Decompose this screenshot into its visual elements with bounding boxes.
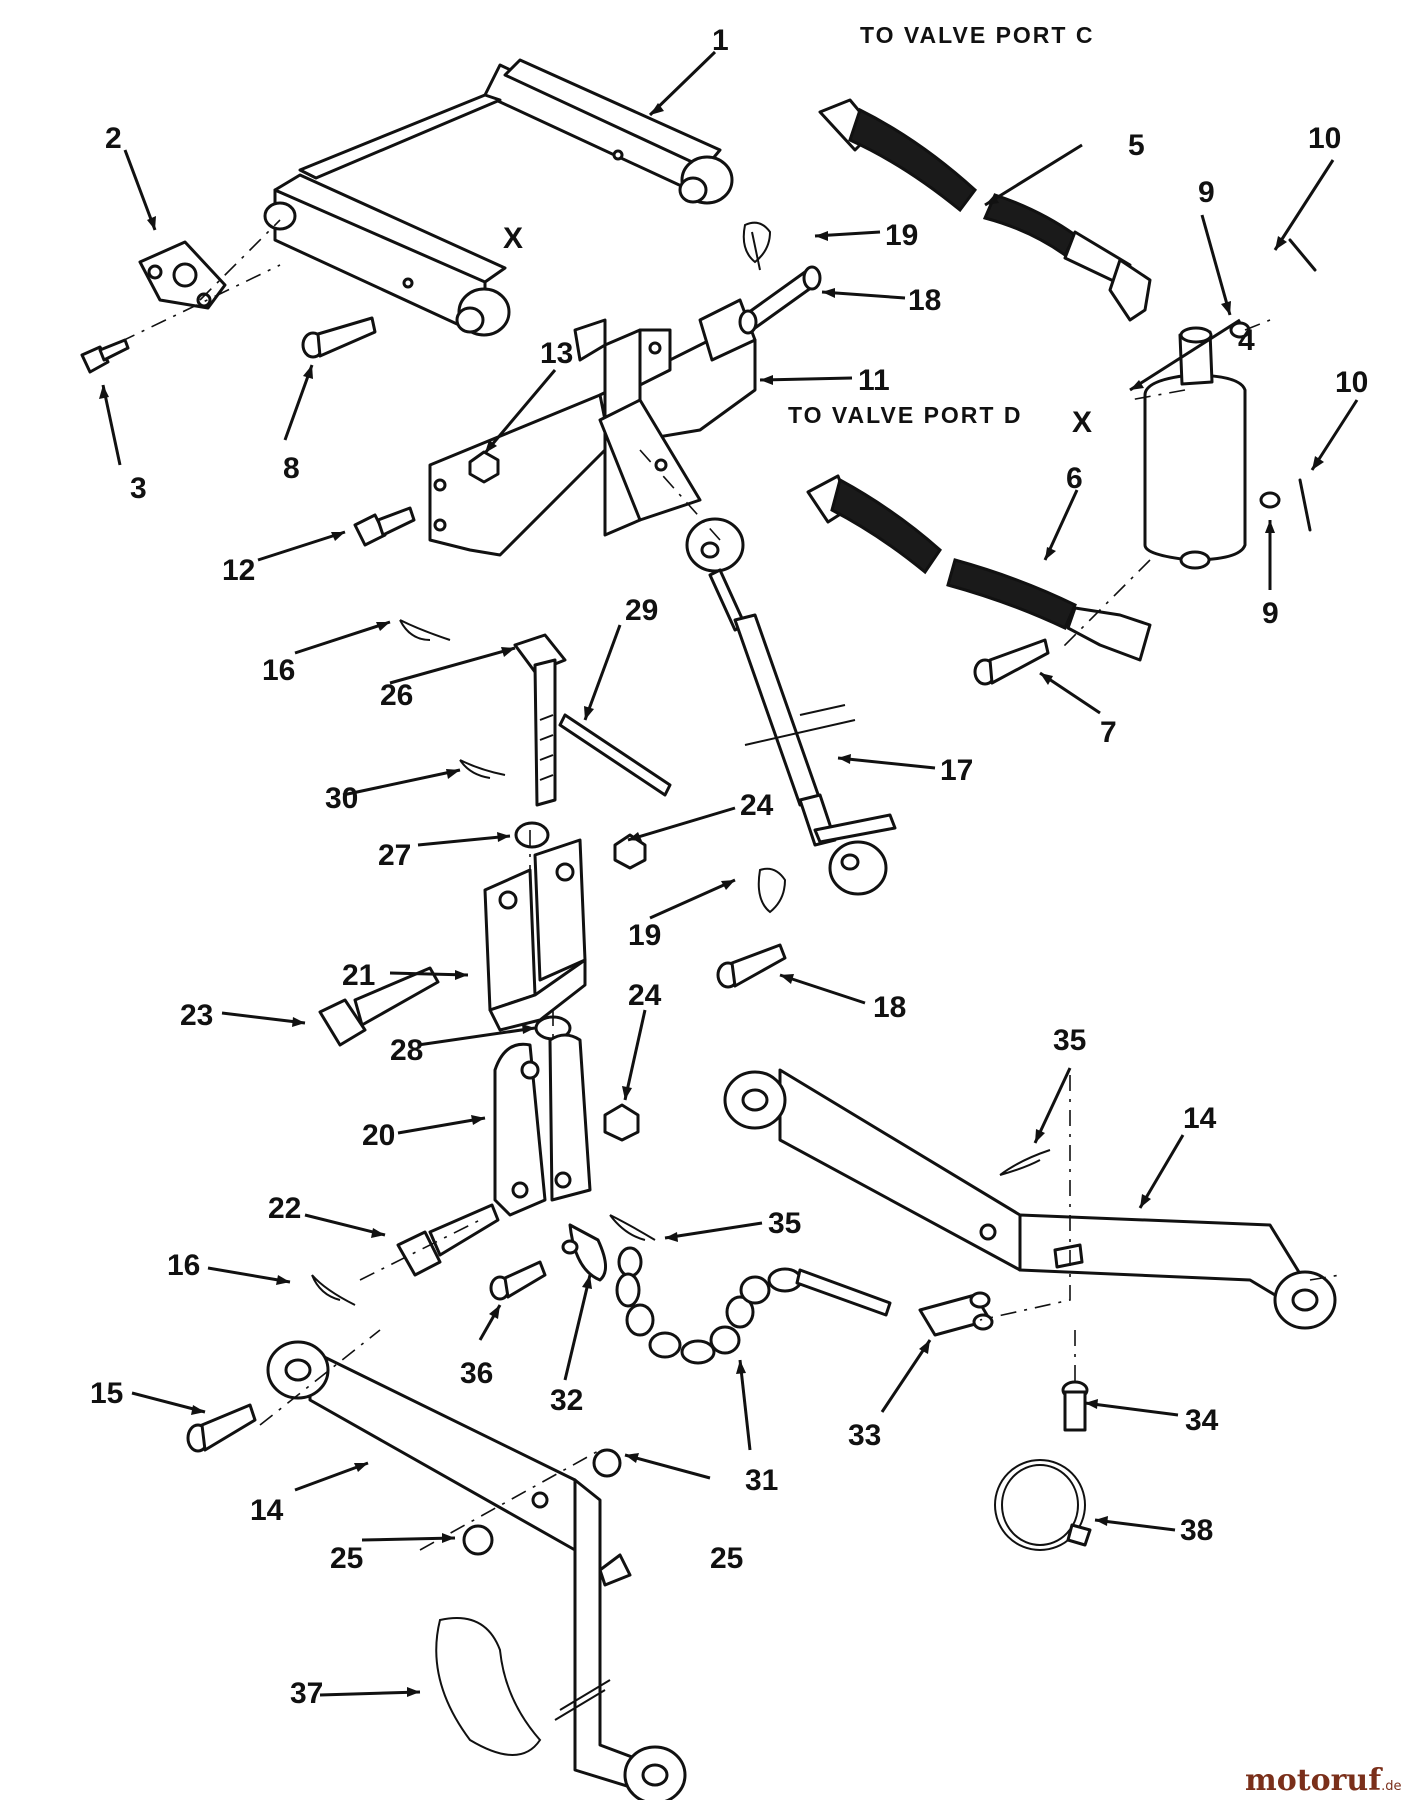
hex-bolt	[353, 506, 416, 547]
callout-4: 4	[1238, 324, 1255, 357]
band-clamp	[994, 1459, 1092, 1551]
check-chain	[615, 1246, 892, 1365]
callout-17: 17	[940, 754, 973, 787]
callout-13: 13	[540, 337, 573, 370]
callout-29: 29	[625, 594, 658, 627]
nut-24-bottom	[603, 1103, 640, 1142]
nut-24-top	[613, 833, 647, 870]
callout-6: 6	[1066, 462, 1083, 495]
callout-9-bottom: 9	[1262, 597, 1279, 630]
callout-11: 11	[858, 364, 890, 397]
callout-5: 5	[1128, 129, 1145, 162]
assembly-centerlines	[119, 219, 1341, 1551]
callout-9-top: 9	[1198, 176, 1215, 209]
hydraulic-hose-upper	[818, 98, 1152, 322]
callout-31: 31	[745, 1464, 778, 1497]
pin-34	[1061, 1380, 1089, 1432]
callout-1: 1	[712, 24, 729, 57]
top-link	[685, 517, 897, 896]
callout-36: 36	[460, 1357, 493, 1390]
callout-34: 34	[1185, 1404, 1219, 1437]
callout-26: 26	[380, 679, 413, 712]
callout-35-top: 35	[1053, 1024, 1086, 1057]
lower-link-pin	[186, 1403, 257, 1453]
callout-25-right: 25	[710, 1542, 743, 1575]
callout-38: 38	[1180, 1514, 1213, 1547]
callout-10-bottom: 10	[1335, 366, 1368, 399]
watermark-brand: motoruf.de	[1245, 1763, 1402, 1798]
callout-8: 8	[283, 452, 300, 485]
callout-10-top: 10	[1308, 122, 1341, 155]
callout-7: 7	[1100, 716, 1117, 749]
washer-25-a	[592, 1448, 622, 1478]
callout-28: 28	[390, 1034, 423, 1067]
rockshaft-frame	[263, 58, 734, 337]
callout-30: 30	[325, 782, 358, 815]
clip-35-right	[999, 1149, 1051, 1176]
small-bolt	[80, 338, 130, 374]
clip-35-left	[609, 1214, 656, 1241]
callout-12: 12	[222, 554, 255, 587]
leader-lines	[99, 50, 1359, 1697]
callout-3: 3	[130, 472, 147, 505]
lower-clevis	[493, 1033, 592, 1217]
callout-25-left: 25	[330, 1542, 363, 1575]
x-mark-right: X	[1072, 406, 1092, 439]
callout-16-top: 16	[262, 654, 295, 687]
callout-23: 23	[180, 999, 213, 1032]
callout-33: 33	[848, 1419, 881, 1452]
note-valve-port-d: TO VALVE PORT D	[788, 402, 1022, 428]
clip-16-lower	[311, 1274, 356, 1306]
lower-link-right	[723, 1068, 1337, 1330]
x-mark-left: X	[503, 222, 523, 255]
callout-35-mid: 35	[768, 1207, 801, 1240]
callout-37: 37	[290, 1677, 323, 1710]
mounting-bracket	[428, 298, 757, 557]
leveling-bolt-assembly	[399, 619, 672, 807]
callout-14-right: 14	[1183, 1102, 1217, 1135]
callout-2: 2	[105, 122, 122, 155]
callout-20: 20	[362, 1119, 395, 1152]
callout-18-bottom: 18	[873, 991, 906, 1024]
lower-link-left	[266, 1340, 687, 1800]
callout-21: 21	[342, 959, 375, 992]
callout-14-left: 14	[250, 1494, 284, 1527]
callout-24-bottom: 24	[628, 979, 662, 1012]
shackle-assembly	[489, 1223, 607, 1301]
clevis-bolt-23	[318, 966, 440, 1047]
flange-plate	[138, 240, 227, 310]
pin-and-clip-lower	[716, 867, 787, 989]
callout-27: 27	[378, 839, 411, 872]
clevis-bolt-22	[396, 1203, 500, 1277]
hydraulic-cylinder	[1143, 238, 1317, 570]
callout-18-top: 18	[908, 284, 941, 317]
callout-16-bottom: 16	[167, 1249, 200, 1282]
callout-22: 22	[268, 1192, 301, 1225]
pin-and-clip-top	[738, 221, 822, 335]
callout-32: 32	[550, 1384, 583, 1417]
callout-15: 15	[90, 1377, 123, 1410]
cylinder-pin	[973, 638, 1050, 686]
upper-clevis	[483, 838, 587, 1032]
note-valve-port-c: TO VALVE PORT C	[860, 22, 1094, 48]
washer-25-b	[462, 1524, 494, 1556]
callout-19-top: 19	[885, 219, 918, 252]
bushing-27	[514, 821, 550, 849]
callout-labels: 1 2 3 4 5 6 7 8 9 9 10 10 11 12 13 14 14…	[90, 24, 1368, 1710]
callout-19-bottom: 19	[628, 919, 661, 952]
retaining-chain	[435, 1617, 611, 1756]
callout-24-top: 24	[740, 789, 774, 822]
hydraulic-hose-lower	[806, 474, 1152, 662]
chain-clevis	[918, 1291, 994, 1337]
clevis-pin	[301, 316, 377, 359]
